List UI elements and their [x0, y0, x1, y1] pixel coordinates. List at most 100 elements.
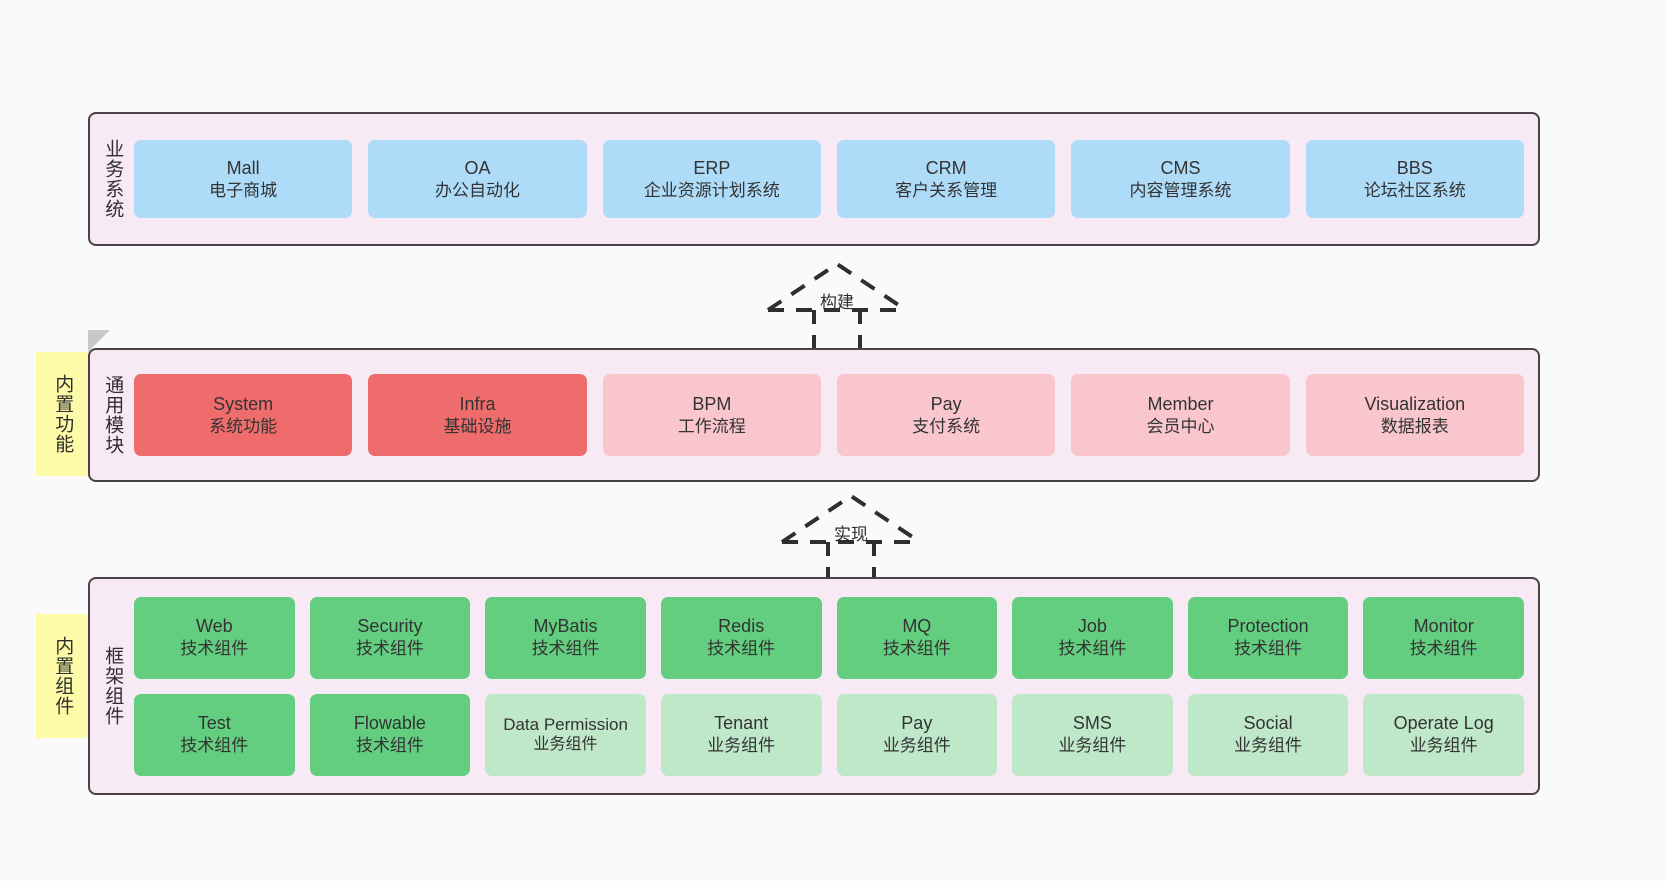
node-en-label: Job	[1077, 616, 1107, 637]
layer-title-framework: 框架组件	[102, 646, 124, 726]
note-label: 内置组件	[52, 636, 74, 716]
node-cn-label: 系统功能	[209, 416, 278, 436]
build-arrow: 构建	[762, 258, 912, 353]
node-cn-label: 技术组件	[707, 639, 776, 659]
node-mq[interactable]: MQ 技术组件	[836, 596, 998, 679]
node-sms[interactable]: SMS 业务组件	[1012, 693, 1173, 776]
node-en-label: BPM	[692, 393, 732, 414]
node-en-label: CMS	[1160, 157, 1201, 178]
node-en-label: Flowable	[353, 713, 426, 734]
node-cn-label: 业务组件	[1409, 736, 1478, 756]
node-en-label: ERP	[693, 157, 731, 178]
node-protection[interactable]: Protection 技术组件	[1187, 596, 1349, 679]
node-cn-label: 技术组件	[180, 736, 249, 756]
node-cn-label: 技术组件	[355, 736, 424, 756]
node-en-label: Pay	[901, 713, 933, 734]
node-mall[interactable]: Mall 电子商城	[134, 140, 353, 218]
node-cn-label: 客户关系管理	[895, 180, 998, 200]
layer-common-modules: 通用模块 System 系统功能 Infra 基础设施 BPM 工作流程 Pay…	[88, 348, 1540, 482]
arrow-label-build: 构建	[820, 293, 854, 312]
node-crm[interactable]: CRM 客户关系管理	[836, 140, 1056, 218]
node-erp[interactable]: ERP 企业资源计划系统	[602, 140, 821, 218]
layer-body-modules: System 系统功能 Infra 基础设施 BPM 工作流程 Pay 支付系统…	[134, 350, 1538, 480]
node-cn-label: 业务组件	[1234, 736, 1303, 756]
node-bpm[interactable]: BPM 工作流程	[602, 374, 821, 456]
node-en-label: Infra	[459, 393, 496, 414]
layer-framework-components: 框架组件 Web 技术组件 Security 技术组件 MyBatis 技术组件…	[88, 577, 1540, 795]
node-en-label: Security	[357, 616, 423, 637]
layer-business-systems: 业务系统 Mall 电子商城 OA 办公自动化 ERP 企业资源计划系统 CRM…	[88, 112, 1540, 246]
node-cn-label: 业务组件	[533, 736, 598, 754]
node-infra[interactable]: Infra 基础设施	[368, 374, 587, 456]
node-tenant[interactable]: Tenant 业务组件	[660, 693, 822, 776]
node-en-label: Pay	[930, 393, 962, 414]
node-cn-label: 技术组件	[1409, 639, 1478, 659]
node-cn-label: 工作流程	[677, 416, 746, 436]
builtin-function-note: 内置功能	[36, 352, 88, 476]
node-security[interactable]: Security 技术组件	[309, 596, 471, 679]
node-en-label: Social	[1243, 713, 1293, 734]
node-cn-label: 数据报表	[1380, 416, 1449, 436]
layer-body-framework: Web 技术组件 Security 技术组件 MyBatis 技术组件 Redi…	[134, 579, 1538, 793]
arrow-label-implement: 实现	[834, 525, 868, 544]
node-en-label: Operate Log	[1393, 713, 1494, 734]
node-redis[interactable]: Redis 技术组件	[660, 596, 822, 679]
node-mybatis[interactable]: MyBatis 技术组件	[485, 596, 646, 679]
node-member[interactable]: Member 会员中心	[1071, 374, 1290, 456]
node-cn-label: 业务组件	[882, 736, 951, 756]
node-cn-label: 论坛社区系统	[1363, 180, 1466, 200]
node-cn-label: 技术组件	[1058, 639, 1127, 659]
node-visualization[interactable]: Visualization 数据报表	[1305, 374, 1524, 456]
node-social[interactable]: Social 业务组件	[1187, 693, 1349, 776]
implement-arrow: 实现	[776, 490, 926, 585]
node-web[interactable]: Web 技术组件	[134, 596, 295, 679]
node-en-label: MQ	[902, 616, 932, 637]
node-en-label: Protection	[1227, 616, 1309, 637]
node-en-label: Test	[197, 713, 231, 734]
node-cn-label: 基础设施	[443, 416, 512, 436]
node-cms[interactable]: CMS 内容管理系统	[1071, 140, 1290, 218]
node-job[interactable]: Job 技术组件	[1012, 596, 1173, 679]
note-label: 内置功能	[52, 374, 74, 454]
node-cn-label: 会员中心	[1146, 416, 1215, 436]
node-bbs[interactable]: BBS 论坛社区系统	[1305, 140, 1524, 218]
node-cn-label: 技术组件	[531, 639, 600, 659]
node-en-label: BBS	[1396, 157, 1433, 178]
node-system[interactable]: System 系统功能	[134, 374, 353, 456]
node-cn-label: 业务组件	[707, 736, 776, 756]
node-cn-label: 支付系统	[912, 416, 981, 436]
node-flowable[interactable]: Flowable 技术组件	[309, 693, 471, 776]
node-cn-label: 业务组件	[1058, 736, 1127, 756]
node-monitor[interactable]: Monitor 技术组件	[1363, 596, 1524, 679]
node-en-label: Mall	[226, 157, 260, 178]
node-pay-component[interactable]: Pay 业务组件	[836, 693, 998, 776]
node-cn-label: 办公自动化	[434, 180, 520, 200]
node-en-label: OA	[464, 157, 491, 178]
node-cn-label: 电子商城	[209, 180, 278, 200]
node-cn-label: 技术组件	[1234, 639, 1303, 659]
node-cn-label: 企业资源计划系统	[643, 180, 780, 200]
node-en-label: CRM	[925, 157, 967, 178]
node-cn-label: 技术组件	[882, 639, 951, 659]
node-oa[interactable]: OA 办公自动化	[368, 140, 587, 218]
node-en-label: Monitor	[1413, 616, 1474, 637]
node-en-label: Web	[195, 616, 233, 637]
layer-title-business: 业务系统	[102, 139, 124, 219]
node-pay-module[interactable]: Pay 支付系统	[836, 374, 1056, 456]
builtin-component-note: 内置组件	[36, 614, 88, 738]
node-en-label: Visualization	[1364, 393, 1466, 414]
node-en-label: Redis	[718, 616, 765, 637]
node-en-label: Data Permission	[503, 714, 628, 734]
node-en-label: Member	[1147, 393, 1214, 414]
node-data-permission[interactable]: Data Permission 业务组件	[485, 693, 646, 776]
node-en-label: MyBatis	[533, 616, 598, 637]
layer-body-business: Mall 电子商城 OA 办公自动化 ERP 企业资源计划系统 CRM 客户关系…	[134, 114, 1538, 244]
node-en-label: System	[213, 393, 274, 414]
node-en-label: Tenant	[714, 713, 769, 734]
node-test[interactable]: Test 技术组件	[134, 693, 295, 776]
node-cn-label: 内容管理系统	[1129, 180, 1232, 200]
node-en-label: SMS	[1072, 713, 1112, 734]
node-cn-label: 技术组件	[180, 639, 249, 659]
node-operate-log[interactable]: Operate Log 业务组件	[1363, 693, 1524, 776]
